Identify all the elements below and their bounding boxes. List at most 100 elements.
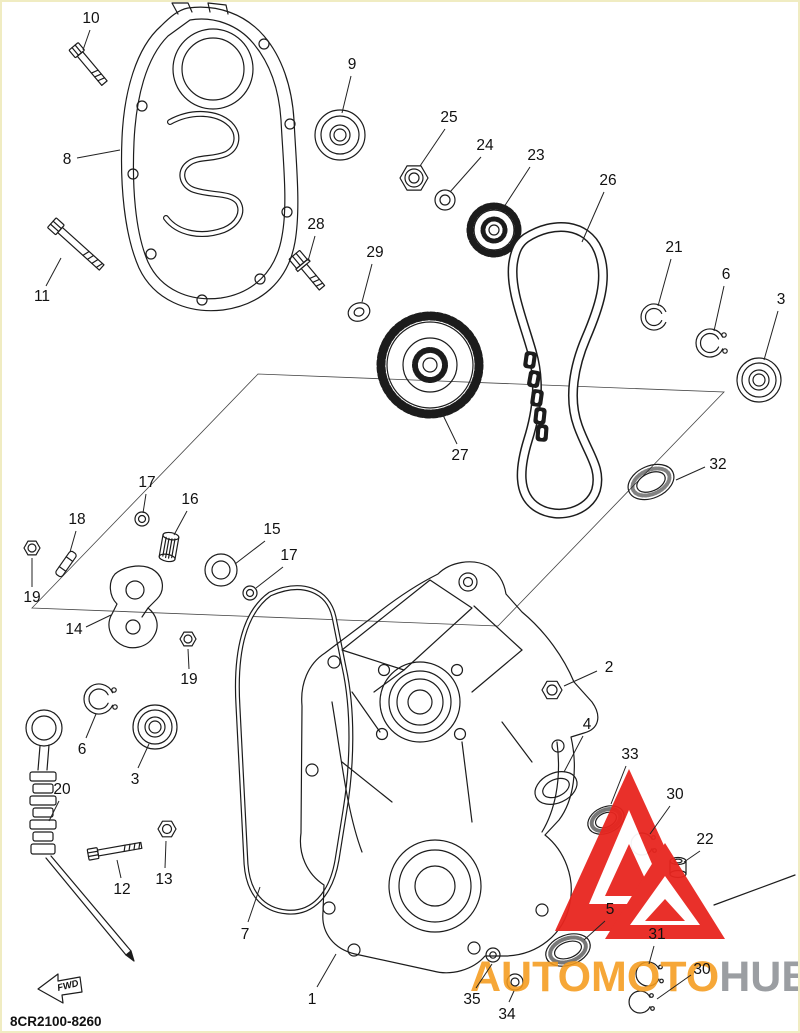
callout-label-33-27: 33: [621, 746, 638, 763]
callout-label-14-21: 14: [65, 621, 83, 638]
part-dipstick-20: [25, 709, 135, 962]
part-bushing-16: [158, 531, 180, 563]
callout-leader-11-10: [45, 257, 62, 287]
part-nut-25: [399, 165, 429, 191]
watermark-logo-triangle-2-inner-red: [645, 899, 685, 921]
part-bolt-11: [47, 217, 105, 271]
callout-leader-10-0: [82, 29, 91, 51]
callout-label-16-16: 16: [181, 491, 198, 508]
callout-leader-23-5: [501, 166, 531, 211]
part-bolt-28: [288, 250, 326, 291]
callout-layer: 1089252423262163112829273217161815171914…: [23, 10, 785, 1023]
callout-label-13-32: 13: [155, 871, 172, 888]
callout-leader-18-17: [69, 530, 77, 553]
callout-leader-13-32: [164, 840, 167, 869]
exploded-plane-outline: [31, 373, 725, 627]
callout-label-20-30: 20: [53, 781, 71, 798]
callout-label-23-5: 23: [527, 147, 544, 164]
callout-label-15-18: 15: [263, 521, 280, 538]
part-seal-4: [534, 771, 578, 805]
callout-leader-9-2: [341, 75, 352, 114]
callout-leader-24-4: [449, 156, 482, 193]
part-circlip-6-left: [83, 683, 118, 715]
part-seal-32: [627, 463, 675, 501]
part-circlip-21: [640, 303, 667, 331]
callout-leader-29-12: [361, 263, 373, 303]
callout-label-12-31: 12: [113, 881, 130, 898]
callout-label-5-34: 5: [606, 901, 615, 918]
callout-leader-14-21: [85, 614, 112, 628]
callout-leader-31-35: [648, 945, 655, 965]
callout-label-22-29: 22: [696, 831, 713, 848]
chain-links: [523, 351, 549, 442]
callout-leader-27-13: [441, 412, 458, 445]
part-chaincase-cover: [120, 2, 299, 312]
callout-label-2-23: 2: [605, 659, 614, 676]
callout-leader-1-36: [316, 953, 337, 988]
part-washer-34: [506, 973, 524, 991]
callout-label-6-8: 6: [722, 266, 731, 283]
callout-leader-30-39: [656, 974, 692, 1000]
callout-label-35-37: 35: [463, 991, 480, 1008]
diagram-art: [23, 2, 796, 1014]
part-circlip-30-lower: [628, 990, 655, 1014]
watermark-text-secondary: HUB: [719, 953, 800, 1001]
callout-leader-25-3: [419, 128, 446, 167]
callout-leader-19-22: [187, 648, 190, 670]
part-seal-5: [545, 933, 591, 967]
callout-leader-33-27: [610, 765, 627, 805]
callout-label-4-26: 4: [583, 716, 592, 733]
callout-leader-32-14: [675, 466, 706, 481]
part-bolt-10: [68, 42, 108, 86]
callout-leader-4-26: [563, 735, 584, 773]
part-nut-19-left: [23, 540, 41, 556]
part-washer-35: [485, 947, 501, 963]
callout-label-30-39: 30: [693, 961, 711, 978]
callout-leader-30-28: [649, 805, 671, 835]
part-circlip-31: [635, 961, 664, 987]
part-bearing-9: [314, 109, 366, 161]
part-code-text: 8CR2100-8260: [10, 1014, 102, 1029]
callout-label-17-15: 17: [138, 474, 155, 491]
part-washer-17-b: [242, 585, 258, 601]
part-washer-24: [434, 189, 456, 211]
callout-label-19-20: 19: [23, 589, 40, 606]
callout-label-3-9: 3: [777, 291, 786, 308]
callout-leader-22-29: [683, 850, 701, 863]
callout-leader-34-38: [508, 990, 515, 1003]
part-washer-17-a: [134, 511, 150, 527]
part-collar-15: [204, 553, 238, 587]
part-circlip-6-right: [695, 328, 728, 358]
callout-leader-3-9: [763, 310, 779, 361]
part-crankcase-1: [299, 561, 599, 974]
callout-leader-28-11: [307, 235, 316, 262]
part-nut-13: [157, 820, 177, 838]
callout-label-11-10: 11: [34, 288, 50, 305]
callout-label-31-35: 31: [648, 926, 665, 943]
part-chain-26: [507, 221, 608, 519]
callout-leader-17-15: [142, 493, 147, 514]
callout-label-8-1: 8: [63, 151, 72, 168]
callout-label-27-13: 27: [451, 447, 468, 464]
callout-leader-17-19: [255, 566, 284, 589]
fwd-arrow-label: FWD: [56, 978, 80, 994]
callout-leader-2-23: [563, 670, 598, 687]
part-tensioner-14: [108, 565, 163, 649]
fwd-arrow: FWD: [37, 973, 83, 1004]
watermark-text-primary: AUTOMOTO: [470, 953, 719, 1001]
callout-label-28-11: 28: [307, 216, 324, 233]
callout-leader-3-25: [137, 743, 150, 769]
callout-label-26-6: 26: [599, 172, 616, 189]
watermark-text: AUTOMOTOHUB: [470, 953, 800, 1001]
callout-leader-12-31: [116, 859, 122, 879]
callout-leader-8-1: [76, 149, 121, 159]
part-gasket-7: [234, 585, 354, 915]
part-pin-18: [55, 550, 77, 578]
watermark: AUTOMOTOHUB: [470, 769, 800, 1001]
part-nut-19-right: [179, 631, 197, 647]
callout-leader-26-6: [581, 191, 605, 243]
callout-label-21-7: 21: [665, 239, 682, 256]
callout-label-6-24: 6: [78, 741, 87, 758]
